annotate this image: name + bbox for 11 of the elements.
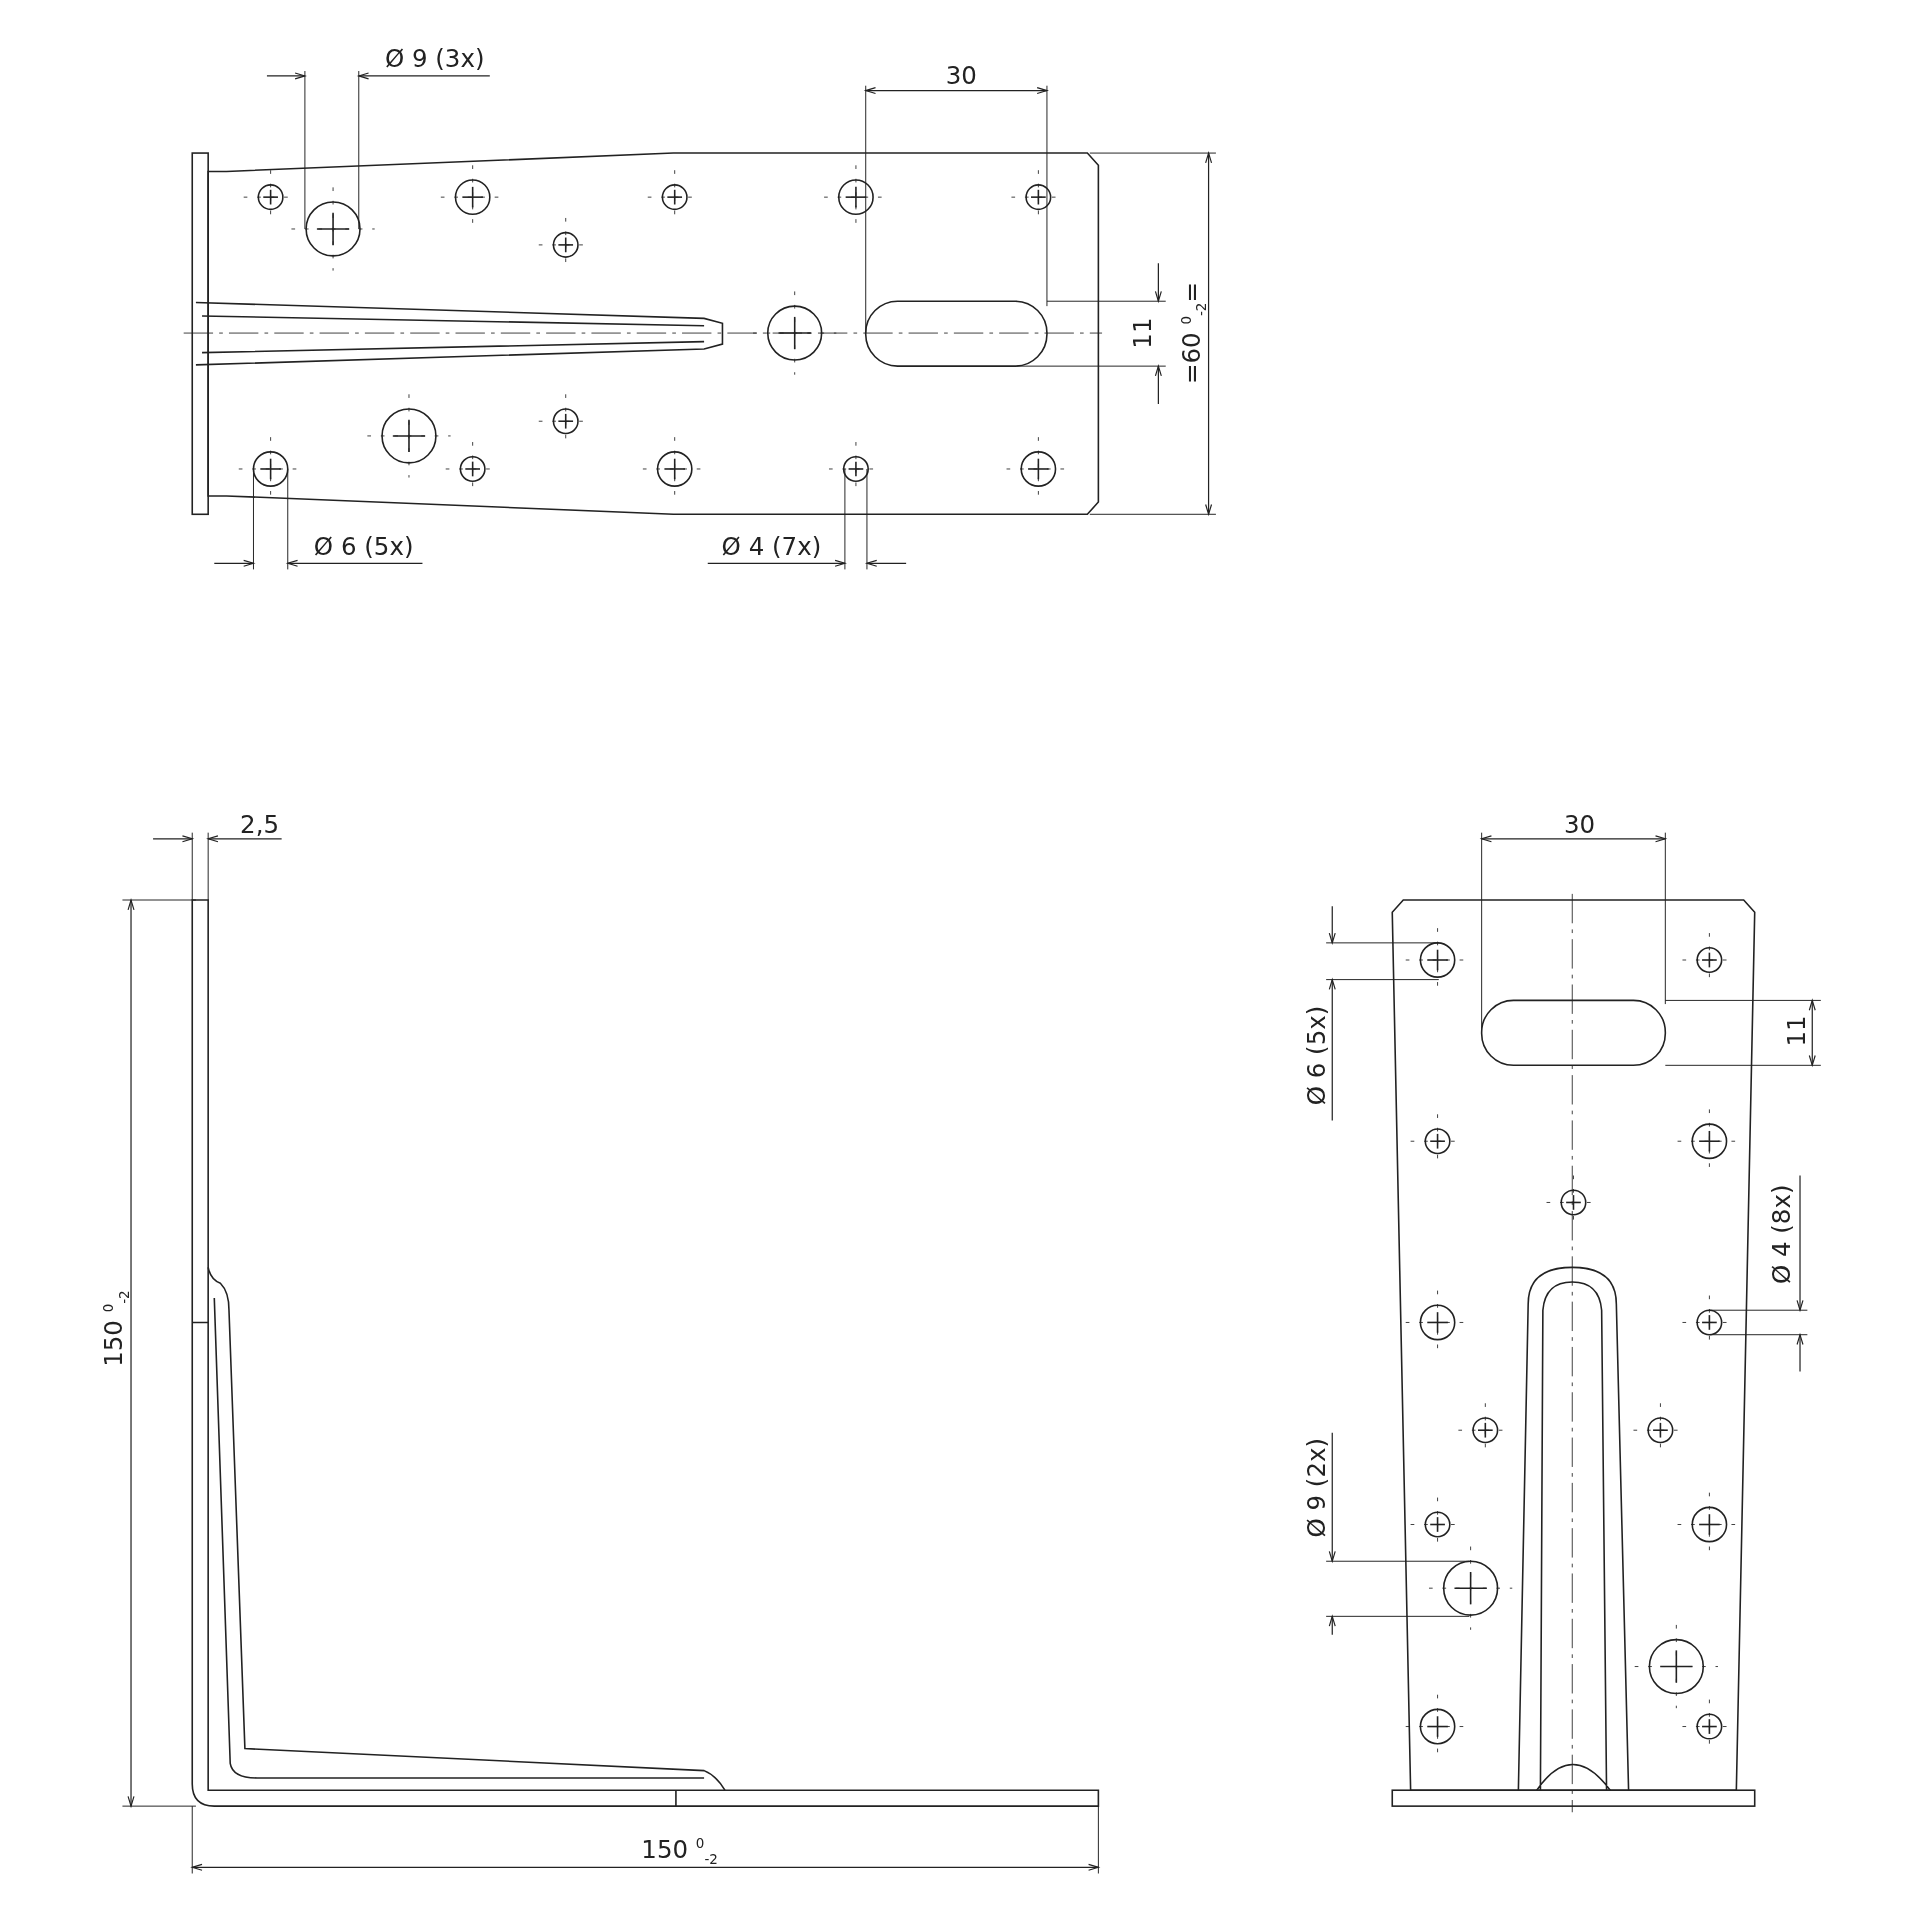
dimension-label: Ø 9 (2x)	[1304, 1437, 1329, 1538]
dimension-label: 2,5	[240, 811, 280, 837]
dimension-label: Ø 6 (5x)	[313, 533, 414, 559]
dimension-label: 30	[1564, 811, 1596, 837]
dimension-label: 30	[945, 63, 977, 89]
dimension-label: Ø 9 (3x)	[384, 46, 485, 71]
dimension-label: Ø 6 (5x)	[1304, 1005, 1329, 1106]
dimension-label: Ø 4 (8x)	[1769, 1184, 1794, 1285]
dimension-label: 11	[1784, 1015, 1809, 1047]
dimension-label: 11	[1130, 317, 1155, 349]
dimension-label: Ø 4 (7x)	[721, 533, 822, 559]
